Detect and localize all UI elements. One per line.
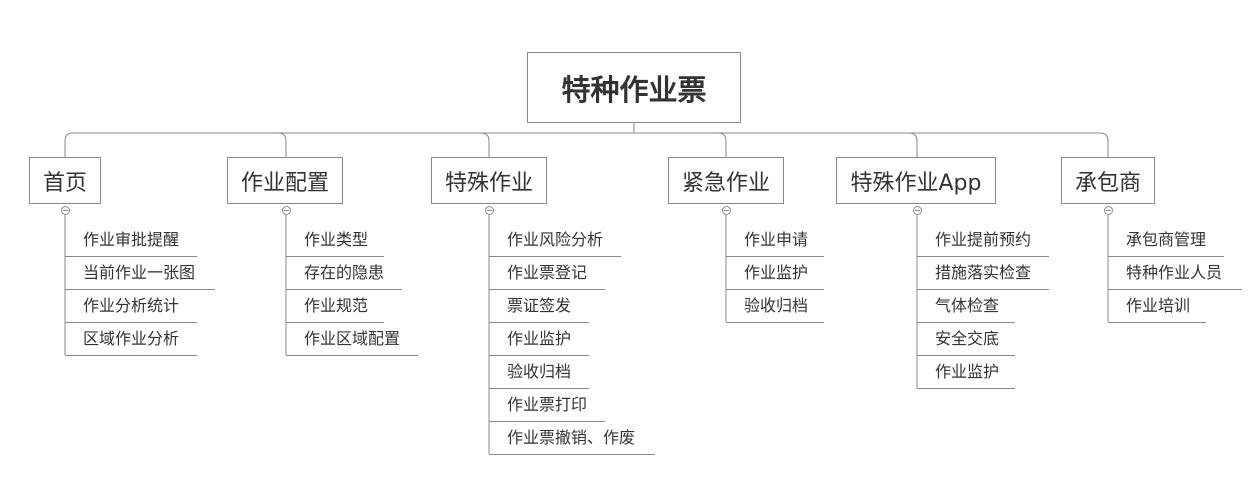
branch-node-special-work[interactable]: 特殊作业 <box>431 157 547 204</box>
leaf-item[interactable]: 作业提前预约 <box>917 225 1049 257</box>
leaf-item[interactable]: 区域作业分析 <box>65 324 197 356</box>
leaf-label: 作业规范 <box>304 296 369 315</box>
leaf-item[interactable]: 验收归档 <box>726 291 824 323</box>
leaf-item[interactable]: 作业审批提醒 <box>65 225 197 257</box>
leaf-item[interactable]: 作业规范 <box>286 291 384 323</box>
leaf-item[interactable]: 作业申请 <box>726 225 824 257</box>
root-label: 特种作业票 <box>561 72 707 107</box>
branch-label: 承包商 <box>1074 170 1141 196</box>
leaf-label: 作业类型 <box>304 230 369 249</box>
leaf-label: 作业提前预约 <box>935 230 1032 249</box>
branch-label: 特殊作业 <box>444 170 533 196</box>
leaf-item[interactable]: 措施落实检查 <box>917 258 1049 290</box>
leaf-item[interactable]: 安全交底 <box>917 324 1015 356</box>
branch-node-config[interactable]: 作业配置 <box>227 157 343 204</box>
leaf-item[interactable]: 承包商管理 <box>1108 225 1224 257</box>
leaf-label: 作业票撤销、作废 <box>507 428 636 447</box>
leaf-item[interactable]: 作业票撤销、作废 <box>489 423 655 455</box>
branch-label: 作业配置 <box>240 170 329 196</box>
leaf-label: 作业票登记 <box>507 263 588 282</box>
leaf-item[interactable]: 票证签发 <box>489 291 589 323</box>
leaf-label: 作业培训 <box>1126 296 1191 315</box>
leaf-label: 票证签发 <box>507 296 572 315</box>
leaf-item[interactable]: 作业类型 <box>286 225 384 257</box>
branch-label: 特殊作业App <box>850 170 982 196</box>
leaf-item[interactable]: 作业票登记 <box>489 258 605 290</box>
leaf-item[interactable]: 气体检查 <box>917 291 1015 323</box>
leaf-item[interactable]: 当前作业一张图 <box>65 258 215 290</box>
leaf-label: 当前作业一张图 <box>83 263 196 282</box>
collapse-toggle-icon[interactable] <box>722 206 731 215</box>
leaf-label: 承包商管理 <box>1126 230 1207 249</box>
leaf-item[interactable]: 验收归档 <box>489 357 589 389</box>
leaf-item[interactable]: 作业风险分析 <box>489 225 621 257</box>
branch-node-contractor[interactable]: 承包商 <box>1061 157 1155 204</box>
leaf-label: 区域作业分析 <box>83 329 180 348</box>
leaf-label: 验收归档 <box>507 362 572 381</box>
leaf-label: 安全交底 <box>935 329 1000 348</box>
branch-label: 紧急作业 <box>681 170 770 196</box>
leaf-label: 作业监护 <box>935 362 1000 381</box>
leaf-label: 作业分析统计 <box>83 296 180 315</box>
leaf-item[interactable]: 存在的隐患 <box>286 258 402 290</box>
leaf-label: 验收归档 <box>744 296 809 315</box>
leaf-label: 作业风险分析 <box>507 230 604 249</box>
collapse-toggle-icon[interactable] <box>913 206 922 215</box>
leaf-label: 存在的隐患 <box>304 263 385 282</box>
leaf-label: 作业申请 <box>744 230 809 249</box>
branch-node-special-work-app[interactable]: 特殊作业App <box>836 157 996 204</box>
leaf-item[interactable]: 作业区域配置 <box>286 324 418 356</box>
leaf-label: 作业票打印 <box>507 395 588 414</box>
leaf-item[interactable]: 作业分析统计 <box>65 291 197 323</box>
branch-node-emergency-work[interactable]: 紧急作业 <box>668 157 784 204</box>
collapse-toggle-icon[interactable] <box>61 206 70 215</box>
leaf-item[interactable]: 作业监护 <box>489 324 589 356</box>
leaf-label: 作业监护 <box>507 329 572 348</box>
leaf-item[interactable]: 作业监护 <box>917 357 1015 389</box>
collapse-toggle-icon[interactable] <box>485 206 494 215</box>
leaf-item[interactable]: 特种作业人员 <box>1108 258 1242 290</box>
leaf-label: 作业区域配置 <box>304 329 401 348</box>
leaf-label: 特种作业人员 <box>1126 263 1223 282</box>
leaf-item[interactable]: 作业票打印 <box>489 390 605 422</box>
leaf-item[interactable]: 作业培训 <box>1108 291 1206 323</box>
leaf-item[interactable]: 作业监护 <box>726 258 824 290</box>
collapse-toggle-icon[interactable] <box>282 206 291 215</box>
leaf-label: 措施落实检查 <box>935 263 1032 282</box>
root-node[interactable]: 特种作业票 <box>527 52 741 123</box>
branch-label: 首页 <box>42 170 87 196</box>
collapse-toggle-icon[interactable] <box>1104 206 1113 215</box>
leaf-label: 作业审批提醒 <box>83 230 180 249</box>
leaf-label: 气体检查 <box>935 296 1000 315</box>
branch-node-home[interactable]: 首页 <box>29 157 101 204</box>
leaf-label: 作业监护 <box>744 263 809 282</box>
